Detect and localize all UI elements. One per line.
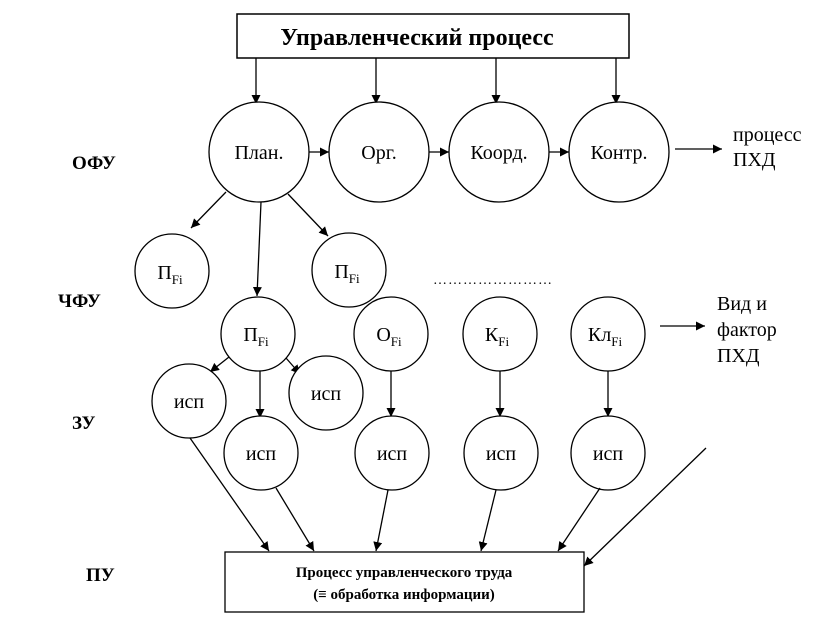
bottom-box-line1: Процесс управленческого труда bbox=[296, 565, 513, 581]
executor-node-2 bbox=[288, 355, 364, 431]
level-label-chfu: ЧФУ bbox=[58, 291, 101, 312]
bottom-box-line2: (≡ обработка информации) bbox=[313, 587, 495, 603]
function-label-contr: Контр. bbox=[590, 142, 647, 164]
factor-label-line1: Вид и bbox=[717, 293, 767, 315]
bottom-process-box bbox=[224, 551, 585, 613]
subfunction-label-o: ОFi bbox=[376, 324, 402, 349]
subfunction-label-p-mid: ПFi bbox=[243, 324, 269, 349]
level-label-ofu: ОФУ bbox=[72, 153, 116, 174]
subfunction-label-k: КFi bbox=[485, 324, 510, 349]
title-arrows bbox=[251, 58, 621, 104]
subfunction-label-p-right: ПFi bbox=[334, 261, 360, 286]
executor-node-5 bbox=[463, 415, 539, 491]
title-box bbox=[236, 13, 630, 59]
level-label-zu: ЗУ bbox=[72, 413, 96, 434]
executor-label-6: исп bbox=[593, 443, 624, 465]
executor-label-1: исп bbox=[174, 391, 205, 413]
process-label-line2: ПХД bbox=[733, 149, 776, 171]
subfunction-node-p-mid bbox=[220, 296, 296, 372]
executor-label-5: исп bbox=[486, 443, 517, 465]
executor-label-2: исп bbox=[311, 383, 342, 405]
executor-node-6 bbox=[570, 415, 646, 491]
bottom-box-arrows bbox=[189, 437, 707, 567]
executor-node-3 bbox=[223, 415, 299, 491]
executor-node-4 bbox=[354, 415, 430, 491]
level-label-pu: ПУ bbox=[86, 565, 115, 586]
factor-label-line3: ПХД bbox=[717, 345, 760, 367]
function-label-plan: План. bbox=[234, 142, 283, 164]
executor-label-4: исп bbox=[377, 443, 408, 465]
subfunction-label-kl: КлFi bbox=[588, 324, 623, 349]
subfunction-node-p-left bbox=[134, 233, 210, 309]
function-label-coord: Коорд. bbox=[470, 142, 527, 164]
plan-branch-arrows bbox=[190, 191, 329, 297]
ellipsis-dots: …………………… bbox=[433, 273, 553, 288]
subfunction-label-p-left: ПFi bbox=[157, 262, 183, 287]
title-text: Управленческий процесс bbox=[280, 25, 554, 51]
factor-label-line2: фактор bbox=[717, 319, 777, 341]
function-chain-arrows bbox=[309, 144, 722, 157]
subfunction-node-p-right bbox=[311, 232, 387, 308]
executor-label-3: исп bbox=[246, 443, 277, 465]
function-label-org: Орг. bbox=[361, 142, 396, 164]
process-label-line1: процесс bbox=[733, 124, 802, 146]
executor-node-1 bbox=[151, 363, 227, 439]
